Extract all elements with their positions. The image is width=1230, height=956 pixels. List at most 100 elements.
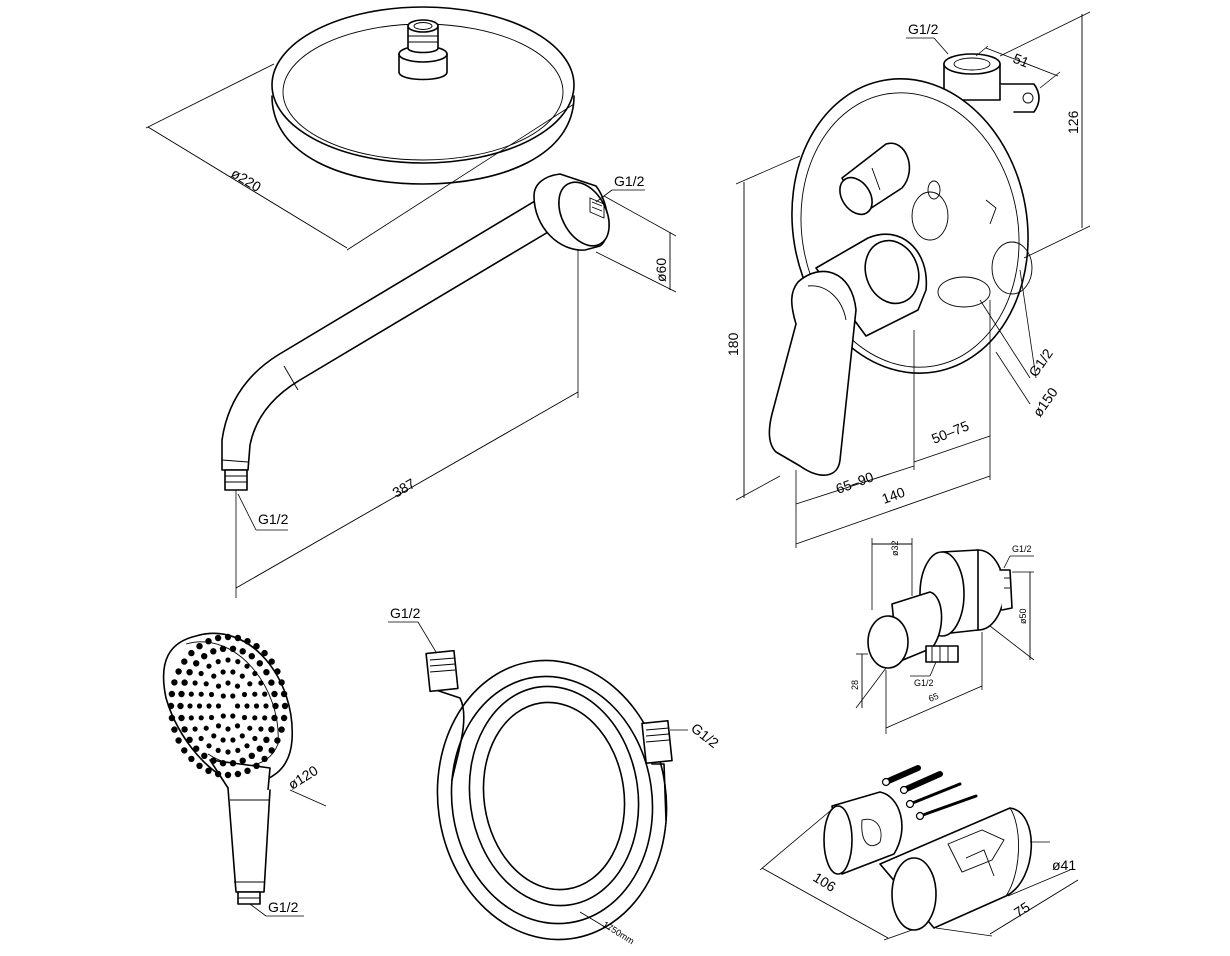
nozzle-dot	[188, 715, 194, 721]
nozzle-dot	[208, 714, 215, 721]
nozzle-dot	[274, 668, 281, 675]
nozzle-dot	[252, 735, 258, 742]
nozzle-dot	[205, 767, 212, 774]
nozzle-dot	[225, 749, 231, 755]
nozzle-dot	[196, 703, 203, 709]
mixer-handle-range-label: 65–90	[834, 468, 876, 496]
nozzle-dot	[220, 669, 226, 675]
mixer-bracket-height-dimension: 126	[999, 11, 1091, 259]
nozzle-dot	[244, 663, 250, 669]
wall-outlet	[867, 549, 1013, 669]
nozzle-dot	[244, 703, 250, 709]
nozzle-dot	[178, 690, 185, 698]
nozzle-dot	[186, 669, 193, 676]
nozzle-dot	[224, 771, 232, 779]
nozzle-dot	[239, 757, 246, 764]
nozzle-dot	[196, 762, 203, 769]
mixer-height-dimension: 180	[725, 155, 801, 501]
nozzle-dot	[261, 649, 268, 657]
mixer-height-label: 180	[725, 332, 741, 356]
nozzle-dot	[171, 679, 178, 686]
nozzle-dot	[244, 638, 251, 645]
nozzle-dot	[188, 755, 195, 763]
head-diameter-label: ø220	[228, 165, 264, 195]
concealed-mixer	[768, 53, 1040, 476]
shower-arm	[221, 173, 610, 491]
nozzle-dot	[225, 657, 231, 663]
nozzle-dot	[181, 679, 188, 686]
nozzle-dot	[230, 713, 236, 719]
nozzle-dot	[271, 714, 278, 722]
nozzle-dot	[241, 714, 248, 721]
shower-hose	[425, 649, 673, 941]
nozzle-dot	[252, 691, 258, 697]
mixer-bracket-width-dimension: 51	[975, 45, 1061, 89]
hand-diameter-label: ø120	[285, 762, 321, 793]
nozzle-dot	[167, 702, 175, 710]
nozzle-dot	[196, 643, 203, 650]
nozzle-dot	[193, 745, 200, 752]
nozzle-dot	[268, 747, 275, 754]
outlet-bottom-thread-callout: G1/2	[910, 661, 937, 688]
nozzle-dot	[280, 714, 288, 722]
nozzle-dot	[263, 669, 270, 676]
hose-thread-left-label: G1/2	[390, 605, 421, 621]
nozzle-dot	[252, 715, 258, 721]
nozzle-dot	[188, 691, 194, 697]
outlet-flange-dimension: ø50	[989, 571, 1035, 661]
nozzle-dot	[280, 690, 288, 698]
wall-plug	[901, 771, 943, 793]
nozzle-dot	[192, 726, 198, 732]
nozzle-dot	[193, 660, 200, 667]
arm-thread-label: G1/2	[614, 173, 645, 189]
nozzle-dot	[239, 673, 245, 679]
nozzle-dot	[256, 745, 263, 752]
nozzle-dot	[263, 736, 270, 743]
nozzle-dot	[239, 733, 245, 739]
mixer-top-thread-callout: G1/2	[906, 21, 949, 55]
nozzle-dot	[262, 691, 268, 697]
outlet-thread-label: G1/2	[1012, 544, 1032, 554]
nozzle-dot	[263, 703, 269, 709]
arm-length-label: 387	[390, 475, 418, 501]
nozzle-dot	[258, 726, 264, 732]
nozzle-dot	[192, 680, 198, 686]
nozzle-dot	[234, 634, 242, 642]
hose-length-label: 1750mm	[601, 919, 636, 946]
mixer-plate-diameter-label: ø150	[1029, 384, 1061, 419]
nozzle-dot	[261, 755, 268, 763]
nozzle-dot	[206, 703, 212, 709]
nozzle-dot	[175, 737, 182, 744]
nozzle-dot	[181, 726, 188, 733]
nozzle-dot	[171, 726, 178, 733]
mixer-total-depth-dimension: 140	[795, 442, 991, 548]
nozzle-dot	[220, 737, 226, 743]
outlet-diameter-label: ø32	[890, 540, 900, 556]
nozzle-dot	[188, 649, 195, 657]
mixer-side-thread-label: G1/2	[1025, 346, 1056, 380]
nozzle-dot	[211, 733, 217, 739]
mixer-plate-diameter-callout: ø150	[995, 351, 1061, 420]
nozzle-dot	[234, 703, 241, 709]
outlet-height-dimension: 28	[850, 653, 887, 709]
nozzle-dot	[248, 653, 255, 660]
nozzle-dot	[187, 703, 193, 709]
nozzle-dot	[278, 679, 285, 686]
nozzle-dot	[268, 726, 275, 733]
nozzle-dot	[215, 659, 221, 665]
nozzle-dot	[239, 648, 246, 655]
nozzle-dot	[235, 747, 241, 754]
nozzle-dot	[198, 735, 204, 742]
screw	[908, 782, 962, 806]
nozzle-dot	[224, 633, 232, 641]
nozzle-dot	[274, 737, 281, 744]
holder-depth-dimension: 75	[935, 869, 1079, 937]
nozzle-dot	[168, 690, 176, 698]
nozzle-dot	[205, 638, 212, 645]
mixer-bracket-width-label: 51	[1011, 50, 1032, 71]
wall-plugs	[881, 765, 978, 821]
nozzle-dot	[229, 645, 237, 652]
nozzle-dot	[219, 645, 227, 652]
nozzle-dot	[178, 714, 185, 722]
